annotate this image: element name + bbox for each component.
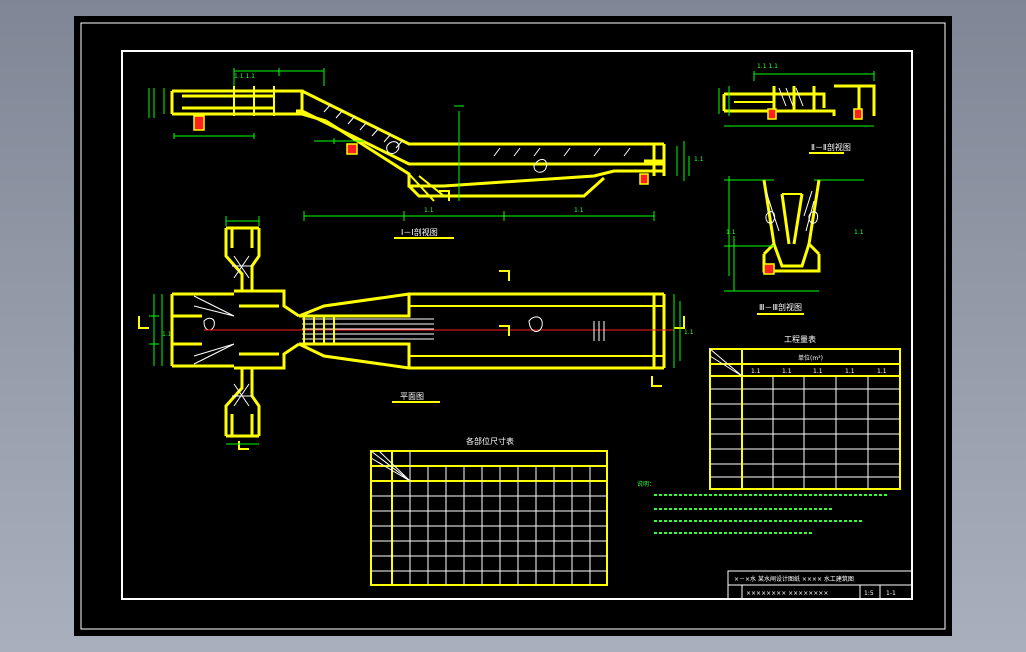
drawing-viewport[interactable]: 1.1 1.1 1.1 1.1 1.1 Ⅰ－Ⅰ剖视图 — [74, 16, 952, 636]
svg-text:1.1: 1.1 — [813, 368, 823, 375]
outer-frame — [80, 22, 946, 630]
title-block-scale: 1:5 — [864, 590, 874, 597]
quantity-table-title: 工程量表 — [784, 334, 816, 344]
notes-label: 说明： — [637, 480, 655, 488]
title-block: ×－×水 某水闸设计图纸 ×××× 水工建筑图 ×××××××× ×××××××… — [727, 570, 913, 600]
quantity-table-header: 单位(m³) — [798, 354, 823, 362]
inner-frame — [121, 50, 913, 600]
plan-view: 1.1 1.1 — [138, 216, 694, 450]
section-title-1: Ⅰ－Ⅰ剖视图 — [401, 227, 438, 237]
svg-text:1.1: 1.1 — [854, 229, 864, 236]
svg-text:1.1: 1.1 — [162, 331, 172, 338]
section-title-2: Ⅱ－Ⅱ剖视图 — [811, 142, 851, 152]
svg-text:1.1: 1.1 — [845, 368, 855, 375]
svg-text:1.1: 1.1 — [694, 156, 704, 163]
svg-text:1.1: 1.1 — [877, 368, 887, 375]
svg-text:1.1 1.1: 1.1 1.1 — [234, 73, 255, 80]
dimension-table — [370, 450, 608, 586]
cad-drawing: 1.1 1.1 1.1 1.1 1.1 Ⅰ－Ⅰ剖视图 — [80, 22, 946, 630]
svg-text:1.1 1.1: 1.1 1.1 — [757, 63, 778, 70]
svg-text:1.1: 1.1 — [424, 207, 434, 214]
svg-text:1.1: 1.1 — [751, 368, 761, 375]
dimension-table-title: 各部位尺寸表 — [466, 436, 514, 446]
quantity-table: 单位(m³) 1.1 1.1 1.1 1.1 1.1 — [709, 348, 901, 490]
section-title-3: Ⅲ－Ⅲ剖视图 — [759, 302, 802, 312]
section-3-view: 1.1 1.1 — [724, 176, 864, 292]
svg-text:1.1: 1.1 — [726, 229, 736, 236]
title-block-row2: ×××××××× ×××××××× — [746, 590, 828, 597]
section-1-view: 1.1 1.1 1.1 1.1 1.1 — [148, 68, 704, 221]
svg-text:1.1: 1.1 — [684, 329, 694, 336]
svg-text:1.1: 1.1 — [574, 207, 584, 214]
title-block-sheet: 1-1 — [886, 590, 896, 597]
title-block-row1: ×－×水 某水闸设计图纸 ×××× 水工建筑图 — [734, 575, 854, 583]
svg-text:1.1: 1.1 — [782, 368, 792, 375]
section-2-view: 1.1 1.1 — [718, 63, 876, 127]
plan-title: 平面图 — [400, 392, 424, 401]
notes-block: 说明： — [637, 480, 889, 534]
